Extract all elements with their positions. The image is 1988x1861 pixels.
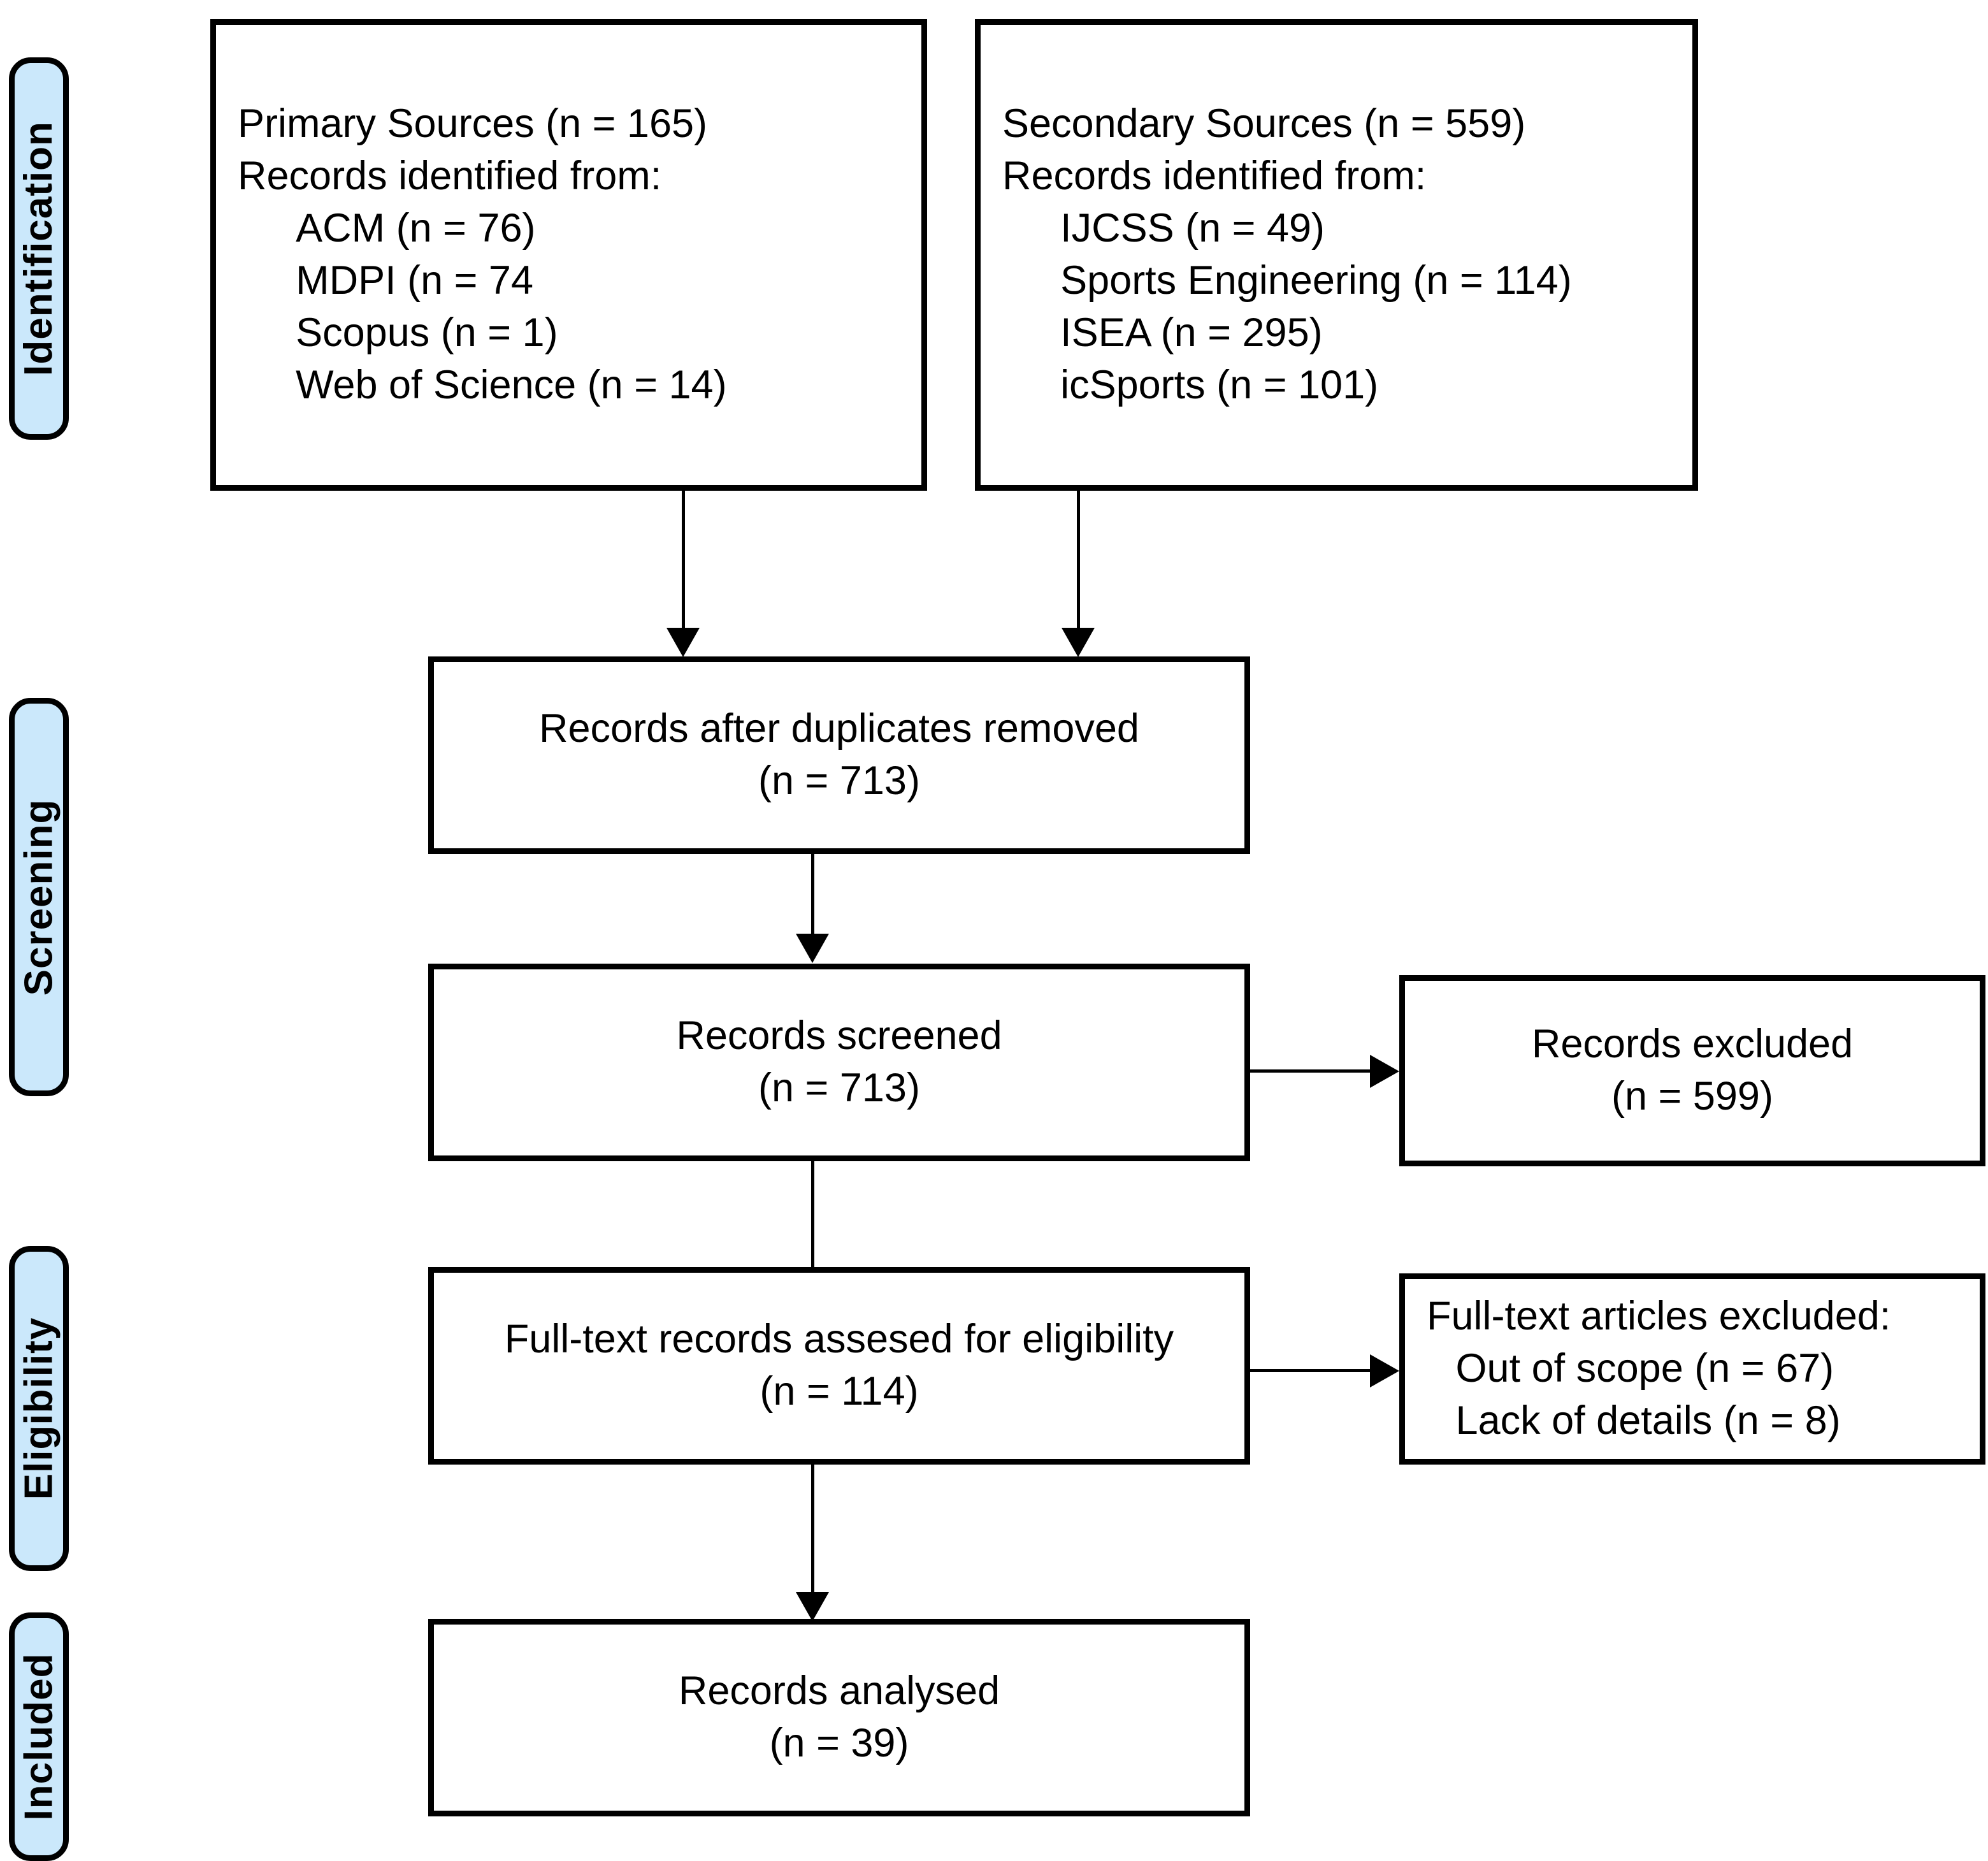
records-excluded-line2: (n = 599) (1611, 1074, 1773, 1119)
connector-duplicates-to-screened-line (811, 854, 814, 934)
connector-duplicates-to-screened-arrow (796, 934, 829, 963)
connector-screened-to-excluded-line (1250, 1069, 1374, 1073)
connector-fulltext-to-excluded-arrow (1370, 1354, 1399, 1387)
connector-primary-to-duplicates-arrow (666, 628, 700, 657)
box-secondary-sources: Secondary Sources (n = 559) Records iden… (975, 19, 1698, 491)
stage-label-identification-text: Identification (17, 121, 61, 376)
duplicates-removed-line1: Records after duplicates removed (539, 706, 1139, 751)
records-analysed-line2: (n = 39) (769, 1721, 909, 1765)
primary-sources-item-web-of-science: Web of Science (n = 14) (296, 362, 727, 407)
fulltext-excluded-item-lack-of-details: Lack of details (n = 8) (1455, 1398, 1841, 1443)
primary-sources-item-mdpi: MDPI (n = 74 (296, 258, 533, 303)
fulltext-excluded-item-out-of-scope: Out of scope (n = 67) (1455, 1346, 1834, 1391)
connector-fulltext-to-excluded-line (1250, 1369, 1374, 1372)
connector-secondary-to-duplicates-arrow (1062, 628, 1095, 657)
connector-secondary-to-duplicates-line (1077, 491, 1080, 628)
box-records-screened: Records screened (n = 713) (428, 964, 1250, 1161)
secondary-sources-item-isea: ISEA (n = 295) (1060, 310, 1323, 355)
stage-label-included-text: Included (17, 1653, 61, 1821)
connector-fulltext-to-analysed-line (811, 1465, 814, 1592)
records-screened-line2: (n = 713) (758, 1066, 920, 1110)
stage-label-included: Included (9, 1612, 69, 1861)
records-analysed-line1: Records analysed (678, 1669, 1000, 1714)
stage-label-identification: Identification (9, 57, 69, 440)
records-excluded-line1: Records excluded (1531, 1022, 1854, 1067)
fulltext-excluded-line1: Full-text articles excluded: (1427, 1294, 1891, 1339)
stage-label-screening: Screening (9, 698, 69, 1096)
connector-screened-to-excluded-arrow (1370, 1055, 1399, 1088)
duplicates-removed-line2: (n = 713) (758, 758, 920, 803)
secondary-sources-line1: Secondary Sources (n = 559) (1002, 101, 1526, 147)
box-records-analysed: Records analysed (n = 39) (428, 1619, 1250, 1816)
secondary-sources-item-sports-engineering: Sports Engineering (n = 114) (1060, 258, 1572, 303)
secondary-sources-line2: Records identified from: (1002, 154, 1427, 199)
box-records-excluded: Records excluded (n = 599) (1399, 975, 1985, 1166)
connector-fulltext-to-analysed-arrow (796, 1592, 829, 1621)
primary-sources-line2: Records identified from: (238, 154, 662, 199)
secondary-sources-item-ijcss: IJCSS (n = 49) (1060, 206, 1325, 251)
box-fulltext-assessed: Full-text records assesed for eligibilit… (428, 1267, 1250, 1465)
stage-label-eligibility-text: Eligibility (17, 1317, 61, 1500)
fulltext-assessed-line2: (n = 114) (760, 1369, 919, 1414)
connector-screened-to-fulltext-line (811, 1161, 814, 1285)
fulltext-assessed-line1: Full-text records assesed for eligibilit… (504, 1317, 1174, 1362)
connector-primary-to-duplicates-line (682, 491, 685, 628)
primary-sources-line1: Primary Sources (n = 165) (238, 101, 708, 147)
stage-label-screening-text: Screening (17, 799, 61, 996)
box-primary-sources: Primary Sources (n = 165) Records identi… (210, 19, 927, 491)
primary-sources-item-scopus: Scopus (n = 1) (296, 310, 558, 355)
box-fulltext-excluded: Full-text articles excluded: Out of scop… (1399, 1273, 1985, 1465)
primary-sources-item-acm: ACM (n = 76) (296, 206, 536, 251)
box-duplicates-removed: Records after duplicates removed (n = 71… (428, 656, 1250, 854)
secondary-sources-item-icsports: icSports (n = 101) (1060, 362, 1379, 407)
stage-label-eligibility: Eligibility (9, 1246, 69, 1571)
records-screened-line1: Records screened (676, 1013, 1002, 1059)
